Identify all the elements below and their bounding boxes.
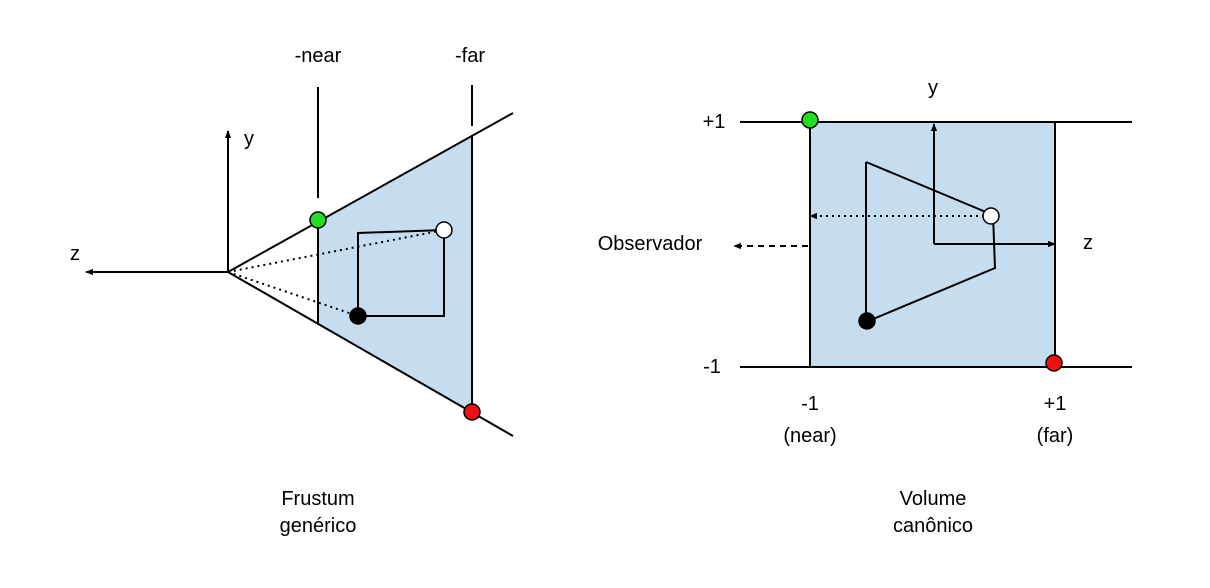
point-red — [463, 403, 481, 421]
label-axis-z: z — [70, 243, 80, 265]
caption-line-2: canônico — [893, 515, 973, 537]
caption-line-2: genérico — [280, 515, 357, 537]
point-white — [435, 221, 453, 239]
projection-ray-white — [227, 229, 445, 273]
frustum-top-edge — [227, 112, 514, 273]
label-axis-z: z — [1083, 232, 1093, 254]
point-green — [801, 111, 819, 129]
frustum-volume — [318, 135, 472, 412]
label-minus1-y: -1 — [703, 356, 721, 378]
point-white — [982, 207, 1000, 225]
label-plus1-x: +1 — [1044, 393, 1067, 415]
label-observer: Observador — [598, 233, 703, 255]
projection-ray-black — [227, 271, 359, 317]
label-far: (far) — [1037, 425, 1074, 447]
point-black — [858, 312, 876, 330]
caption-line-1: Frustum — [281, 488, 354, 510]
label-plus1-y: +1 — [703, 111, 726, 133]
label-near: -near — [295, 45, 342, 67]
generic-frustum: -near -far y z Frustum genérico — [70, 45, 514, 537]
label-minus1-x: -1 — [801, 393, 819, 415]
label-near: (near) — [783, 425, 836, 447]
label-far: -far — [455, 45, 485, 67]
canonical-volume: +1 -1 y z Observador -1 (near) +1 (far) … — [598, 77, 1132, 537]
label-axis-y: y — [928, 77, 938, 99]
object-shape — [865, 161, 997, 324]
label-axis-y: y — [244, 128, 254, 150]
point-red — [1045, 354, 1063, 372]
point-black — [349, 307, 367, 325]
point-green — [309, 211, 327, 229]
caption-line-1: Volume — [900, 488, 967, 510]
